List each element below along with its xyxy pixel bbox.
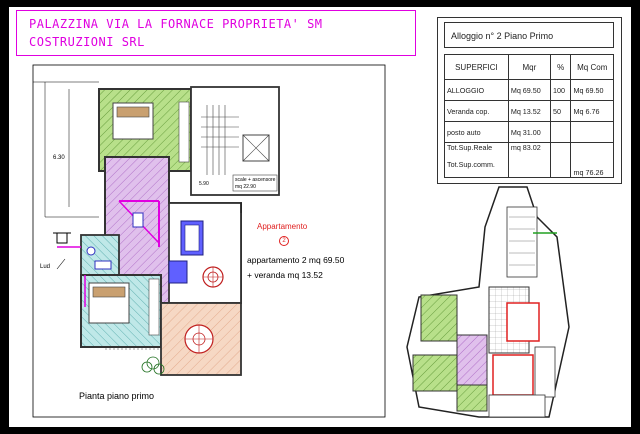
floor-plan-drawing <box>32 64 570 418</box>
table-row: posto auto Mq 31.00 <box>444 121 614 143</box>
surface-table-block: Alloggio n° 2 Piano Primo SUPERFICI Mqr … <box>437 17 622 184</box>
surface-table: SUPERFICI Mqr % Mq Com ALLOGGIO Mq 69.50… <box>444 54 614 178</box>
tot-reale-label: Tot.Sup.Reale <box>447 143 493 152</box>
table-row: ALLOGGIO Mq 69.50 100 Mq 69.50 <box>444 79 614 101</box>
summary-line-2: + veranda mq 13.52 <box>247 270 323 280</box>
scale-area: mq 22.90 <box>235 184 256 190</box>
table-row: Veranda cop. Mq 13.52 50 Mq 6.76 <box>444 100 614 122</box>
drawing-sheet: PALAZZINA VIA LA FORNACE PROPRIETA' SM C… <box>9 7 631 427</box>
dimension-label: 6.30 <box>53 155 65 161</box>
table-row-totals: Tot.Sup.Reale Tot.Sup.comm. mq 83.02 mq … <box>444 142 614 178</box>
level-label: 5.90 <box>199 181 209 187</box>
apartment-heading: Appartamento <box>257 222 308 231</box>
scale-label: scale + ascensore mq 22.90 <box>235 177 275 191</box>
table-heading: Alloggio n° 2 Piano Primo <box>444 22 614 48</box>
cell: Mq 69.50 <box>507 79 551 101</box>
title-line-2: COSTRUZIONI SRL <box>29 35 145 49</box>
plan-caption: Pianta piano primo <box>79 391 155 401</box>
key-plan <box>406 186 570 418</box>
summary-line-1: appartamento 2 mq 69.50 <box>247 255 345 265</box>
title-block: PALAZZINA VIA LA FORNACE PROPRIETA' SM C… <box>16 10 416 56</box>
title-line-1: PALAZZINA VIA LA FORNACE PROPRIETA' SM <box>29 17 323 31</box>
apartment-number-badge: 2 <box>279 236 289 246</box>
tot-comm-value: mq 76.26 <box>570 142 614 178</box>
lud-label: Lud <box>40 264 51 270</box>
header-mqr: Mqr <box>507 54 551 80</box>
cell: Mq 13.52 <box>507 100 551 122</box>
table-header-row: SUPERFICI Mqr % Mq Com <box>444 54 614 80</box>
tot-reale-value: mq 83.02 <box>507 142 551 178</box>
header-mqcom: Mq Com <box>570 54 614 80</box>
tot-comm-label: Tot.Sup.comm. <box>447 160 495 169</box>
scale-text: scale + ascensore <box>235 177 276 183</box>
